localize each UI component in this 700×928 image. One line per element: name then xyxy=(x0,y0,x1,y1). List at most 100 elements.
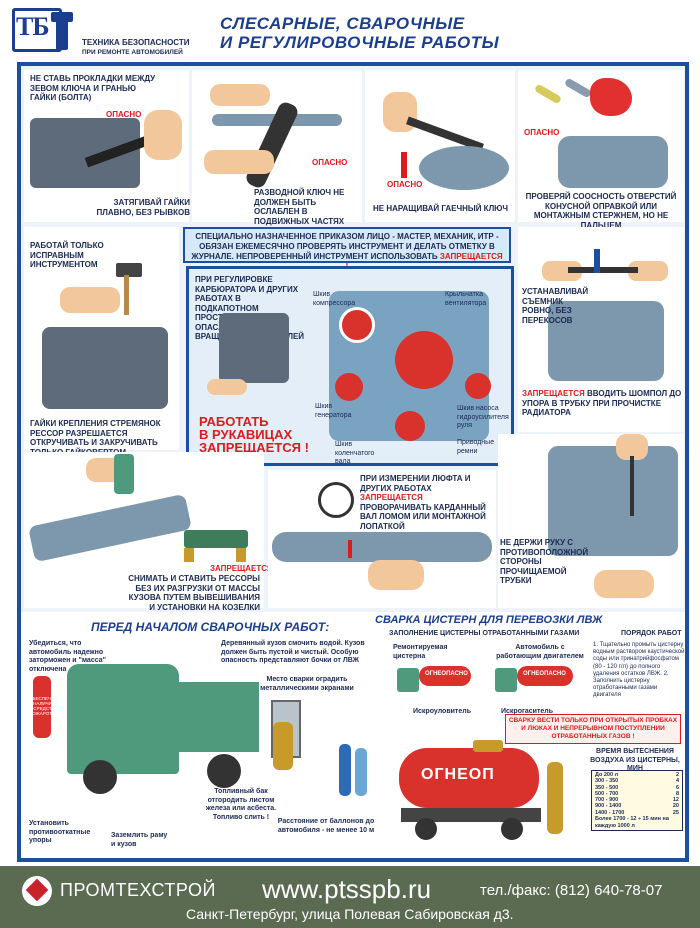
welding-heading: ПЕРЕД НАЧАЛОМ СВАРОЧНЫХ РАБОТ: xyxy=(91,620,330,634)
tank-procedure: 1. Тщательно промыть цистерну водным рас… xyxy=(593,642,685,699)
gloves-warning-line-3: ЗАПРЕЩАЕТСЯ ! xyxy=(199,440,309,455)
notice-tool-inspection: СПЕЦИАЛЬНО НАЗНАЧЕННОЕ ПРИКАЗОМ ЛИЦО - М… xyxy=(183,227,511,271)
compressor-pulley-icon xyxy=(339,307,375,343)
displacement-volume: 900 - 1400 xyxy=(595,803,622,810)
hand-illustration xyxy=(207,379,247,395)
ramrod-illustration xyxy=(630,456,634,516)
caption-ramrod-text: ВВОДИТЬ ШОМПОЛ ДО УПОРА В ТРУБКУ ПРИ ПРО… xyxy=(522,389,682,417)
displacement-row: 350 - 500 6 xyxy=(595,785,679,791)
panel-check-alignment: ОПАСНО ПРОВЕРЯЙ СООСНОСТЬ ОТВЕРСТИЙ КОНУ… xyxy=(518,70,684,230)
panel-working-tools: РАБОТАЙ ТОЛЬКО ИСПРАВНЫМ ИНСТРУМЕНТОМ ГА… xyxy=(24,227,179,457)
panel-adjustable-wrench: ОПАСНО РАЗВОДНОЙ КЛЮЧ НЕ ДОЛЖЕН БЫТЬ ОСЛ… xyxy=(192,70,362,226)
danger-label: ОПАСНО xyxy=(387,180,423,189)
radiator-illustration xyxy=(548,446,678,556)
hammer-handle xyxy=(124,275,129,315)
hand-illustration xyxy=(594,570,654,598)
displacement-volume: 700 - 900 xyxy=(595,797,619,804)
danger-label: ОПАСНО xyxy=(524,128,560,137)
caption-adjustable-wrench: РАЗВОДНОЙ КЛЮЧ НЕ ДОЛЖЕН БЫТЬ ОСЛАБЛЕН В… xyxy=(254,188,345,226)
red-arrow-icon xyxy=(348,540,352,558)
tank-hatch xyxy=(473,740,503,752)
hammer-illustration xyxy=(116,263,142,277)
notice-text: СПЕЦИАЛЬНО НАЗНАЧЕННОЕ ПРИКАЗОМ ЛИЦО - М… xyxy=(191,232,499,261)
website-link[interactable]: www.ptsspb.ru xyxy=(262,874,432,904)
label-generator: Шкив генератора xyxy=(315,403,352,419)
caption-check-alignment: ПРОВЕРЯЙ СООСНОСТЬ ОТВЕРСТИЙ КОНУСНОЙ ОП… xyxy=(525,192,677,230)
footer xyxy=(0,866,700,928)
hand-illustration xyxy=(542,261,582,281)
hand-illustration xyxy=(60,287,120,313)
welding-tip-brake: Убедиться, что автомобиль надежно заторм… xyxy=(29,640,106,673)
displacement-row: 900 - 1400 20 xyxy=(595,803,679,809)
label-spark-arrester: Искрогаситель xyxy=(501,708,554,715)
caption-no-extend-wrench: НЕ НАРАЩИВАЙ ГАЕЧНЫЙ КЛЮЧ xyxy=(373,204,508,213)
caption-tighten-smoothly: ЗАТЯГИВАЙ ГАЙКИ ПЛАВНО, БЕЗ РЫВКОВ xyxy=(96,198,190,217)
displacement-minutes: 20 xyxy=(672,803,679,810)
caption-cardan-b: ПРОВОРАЧИВАТЬ КАРДАННЫЙ ВАЛ ЛОМОМ ИЛИ МО… xyxy=(360,502,486,531)
stand-icon xyxy=(236,548,246,562)
caption-radiator-ramrod: ЗАПРЕЩАЕТСЯ ВВОДИТЬ ШОМПОЛ ДО УПОРА В ТР… xyxy=(522,389,684,418)
displacement-row: 700 - 900 12 xyxy=(595,797,679,803)
red-arrow-icon xyxy=(401,152,407,178)
danger-label: ОПАСНО xyxy=(106,110,142,119)
welding-tip-distance: Расстояние от баллонов до автомобиля - н… xyxy=(277,818,375,834)
hand-illustration xyxy=(210,84,270,106)
stand-icon xyxy=(184,548,194,562)
section-welding: ПЕРЕД НАЧАЛОМ СВАРОЧНЫХ РАБОТ: Убедиться… xyxy=(21,612,685,858)
blue-arrow-icon xyxy=(594,249,600,273)
tank-icon xyxy=(517,666,573,686)
displacement-title: ВРЕМЯ ВЫТЕСНЕНИЯ ВОЗДУХА ИЗ ЦИСТЕРНЫ, МИ… xyxy=(590,748,680,772)
label-crankshaft: Шкив коленчатого вала xyxy=(335,441,375,465)
hand-illustration xyxy=(616,434,648,460)
truck-on-stands-icon xyxy=(184,530,248,548)
displacement-volume: До 200 л xyxy=(595,772,619,778)
extinguisher-label: ОБЕСПЕЧИТЬ НАЛИЧИЕ СРЕДСТВ ПОЖАРОТУШЕНИЯ xyxy=(29,696,72,716)
truck-cab-icon xyxy=(495,668,517,692)
cylinder-head-illustration xyxy=(42,327,168,409)
hand-illustration xyxy=(204,150,274,174)
displacement-minutes: 6 xyxy=(675,784,679,791)
tanks-heading: СВАРКА ЦИСТЕРН ДЛЯ ПЕРЕВОЗКИ ЛВЖ xyxy=(375,614,603,626)
label-belts: Приводные ремни xyxy=(457,439,495,455)
page-title-line-2: И РЕГУЛИРОВОЧНЫЕ РАБОТЫ xyxy=(220,33,500,52)
drift-pin-illustration xyxy=(533,83,563,105)
displacement-row: 500 - 700 8 xyxy=(595,791,679,797)
caption-puller: УСТАНАВЛИВАЙ СЪЕМНИК РОВНО, БЕЗ ПЕРЕКОСО… xyxy=(522,287,589,325)
caption-cardan-a: ПРИ ИЗМЕРЕНИИ ЛЮФТА И ДРУГИХ РАБОТАХ xyxy=(360,474,471,493)
displacement-volume: 350 - 500 xyxy=(595,784,619,791)
caption-cardan: ПРИ ИЗМЕРЕНИИ ЛЮФТА И ДРУГИХ РАБОТАХ ЗАП… xyxy=(360,474,492,531)
label-repair-tank: Ремонтируемая цистерна xyxy=(393,644,448,660)
label-compressor: Шкив компрессора xyxy=(313,291,356,307)
welding-tip-body: Деревянный кузов смочить водой. Кузов до… xyxy=(221,640,365,664)
tank-flammable-label: ОГНЕОПАСНО xyxy=(425,671,468,677)
gas-cylinder-icon xyxy=(355,748,367,796)
pump-pulley-icon xyxy=(465,373,491,399)
leaf-spring-illustration xyxy=(28,493,192,563)
wrench-icon xyxy=(51,12,73,50)
drift-pin-illustration xyxy=(563,77,593,99)
gloves-warning-line-2: В РУКАВИЦАХ xyxy=(199,427,293,442)
panel-radiator: НЕ ДЕРЖИ РУКУ С ПРОТИВОПОЛОЖНОЙ СТОРОНЫ … xyxy=(498,434,684,608)
cardan-shaft-illustration xyxy=(272,532,492,562)
truck-cab-icon xyxy=(397,668,419,692)
page-title: СЛЕСАРНЫЕ, СВАРОЧНЫЕ И РЕГУЛИРОВОЧНЫЕ РА… xyxy=(220,14,520,52)
welding-tip-fuel-tank: Топливный бак отгородить листом железа и… xyxy=(205,788,277,821)
displacement-minutes: 8 xyxy=(675,790,679,797)
panel-no-extension: ОПАСНО НЕ НАРАЩИВАЙ ГАЕЧНЫЙ КЛЮЧ xyxy=(365,70,515,222)
displacement-minutes: 12 xyxy=(672,797,679,804)
tank-welding-warning: СВАРКУ ВЕСТИ ТОЛЬКО ПРИ ОТКРЫТЫХ ПРОБКАХ… xyxy=(505,714,681,744)
welding-tip-chocks: Установить противооткатные упоры xyxy=(29,820,91,844)
panel-cardan-shaft: ПРИ ИЗМЕРЕНИИ ЛЮФТА И ДРУГИХ РАБОТАХ ЗАП… xyxy=(268,470,496,608)
welding-tip-ground: Заземлить раму и кузов xyxy=(111,832,168,848)
fan-icon xyxy=(395,331,453,389)
displacement-volume: 300 - 350 xyxy=(595,778,619,785)
dial-gauge-icon xyxy=(318,482,354,518)
label-spark-catcher: Искроуловитель xyxy=(413,708,471,715)
label-fan: Крыльчатка вентилятора xyxy=(445,291,487,307)
displacement-volume: 500 - 700 xyxy=(595,790,619,797)
header-subtitle-line-2: ПРИ РЕМОНТЕ АВТОМОБИЛЕЙ xyxy=(82,49,183,56)
